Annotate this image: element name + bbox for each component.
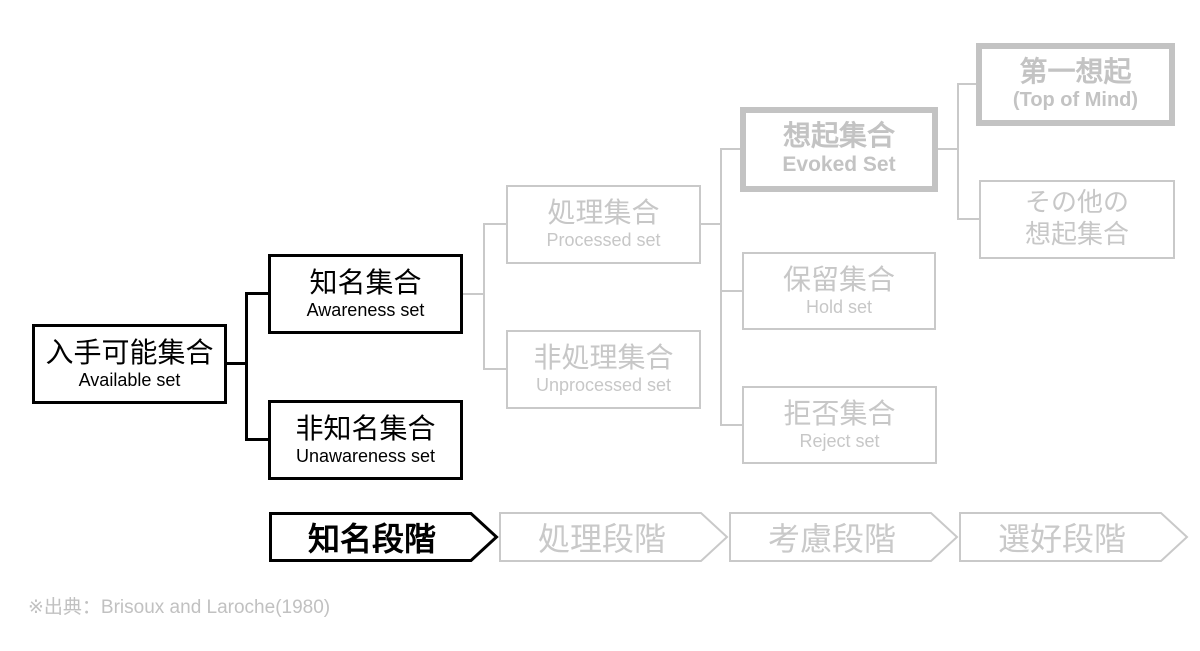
box-subtitle: Evoked Set [782,153,896,177]
box-title: 保留集合 [782,263,895,295]
connector-processed-branch [720,148,722,426]
connector-processed-stub [700,223,722,225]
connector-to-evoked [720,148,741,150]
box-unawareness-set: 非知名集合 Unawareness set [268,400,463,480]
box-title: 入手可能集合 [45,336,214,368]
box-available-set: 入手可能集合 Available set [32,324,227,404]
box-subtitle: Available set [78,369,181,390]
chevron-arrow-shape [499,512,729,562]
stage-label: 選好段階 [997,521,1126,557]
box-title: 想起集合 [782,120,895,152]
box-title: 第一想起 [1019,55,1132,87]
chevron-arrow-shape [959,512,1189,562]
connector-evoked-stub [937,148,959,150]
stage-label: 知名段階 [307,521,436,557]
box-evoked-set: 想起集合 Evoked Set [740,107,938,192]
box-awareness-set: 知名集合 Awareness set [268,254,463,334]
box-subtitle: Unprocessed set [535,375,672,396]
connector-to-reject [720,424,743,426]
connector-available-branch [245,292,248,441]
box-subtitle: Hold set [805,296,873,317]
stage-chevron-processing: 処理段階 [499,512,729,562]
connector-to-top-of-mind [957,83,977,85]
chevron-arrow-shape [269,512,499,562]
stage-label: 考慮段階 [767,521,896,557]
chevron-arrow-shape [729,512,959,562]
connector-to-unprocessed [483,368,507,370]
connector-awareness-stub [462,293,484,295]
stage-chevron-consideration: 考慮段階 [729,512,959,562]
box-subtitle: Unawareness set [295,445,436,466]
box-title: その他の [1024,187,1129,218]
box-subtitle: Reject set [799,430,880,451]
connector-to-other-evoked [957,218,980,220]
connector-awareness-branch [483,223,485,370]
box-subtitle: 想起集合 [1024,219,1129,250]
box-title: 知名集合 [309,266,422,298]
connector-to-awareness [245,292,269,295]
box-processed-set: 処理集合 Processed set [506,185,701,264]
box-title: 非知名集合 [295,412,436,444]
box-other-evoked-set: その他の 想起集合 [979,180,1175,259]
box-title: 非処理集合 [533,342,674,374]
box-subtitle: Processed set [546,230,661,251]
box-top-of-mind: 第一想起 (Top of Mind) [976,43,1175,126]
stage-chevron-awareness: 知名段階 [269,512,499,562]
connector-to-hold [720,290,743,292]
connector-evoked-branch [957,83,959,220]
box-title: 拒否集合 [783,397,896,429]
box-subtitle: (Top of Mind) [1012,89,1139,112]
connector-to-processed [483,223,507,225]
stage-chevron-preference: 選好段階 [959,512,1189,562]
box-reject-set: 拒否集合 Reject set [742,386,937,464]
box-title: 処理集合 [547,197,660,229]
box-hold-set: 保留集合 Hold set [742,252,936,330]
stage-label: 処理段階 [537,521,666,557]
connector-to-unawareness [245,438,269,441]
box-unprocessed-set: 非処理集合 Unprocessed set [506,330,701,409]
box-subtitle: Awareness set [306,299,425,320]
connector-available-stub [226,362,248,365]
citation-text: ※出典：Brisoux and Laroche(1980) [28,597,331,618]
